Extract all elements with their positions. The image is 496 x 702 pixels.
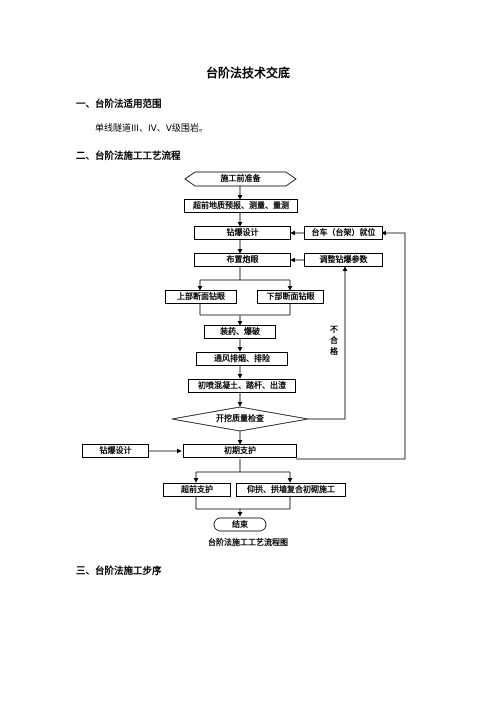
flow-end: 结束 — [232, 520, 248, 529]
flow-layout-holes: 布置炮眼 — [194, 253, 291, 267]
section-heading-process: 二、台阶法施工工艺流程 — [76, 151, 181, 162]
scope-paragraph: 单线隧道III、IV、V级围岩。 — [95, 124, 208, 134]
flow-inspect: 开挖质量检查 — [216, 414, 264, 423]
decision-diamond — [171, 406, 309, 432]
flow-ventilate: 通风排烟、排险 — [196, 352, 288, 366]
section-heading-scope: 一、台阶法适用范围 — [76, 99, 162, 110]
start-hexagon — [184, 171, 297, 187]
flow-advance-support: 超前支护 — [163, 483, 231, 497]
flow-trolley: 台车（台架）就位 — [304, 226, 383, 240]
flow-invert: 仰拱、拱墙复合初砌施工 — [236, 483, 346, 497]
flow-shotcrete: 初喷混凝土、踏杆、出渣 — [188, 379, 296, 393]
flow-charge-blast: 装药、爆破 — [204, 325, 276, 339]
figure-caption: 台阶法施工工艺流程图 — [208, 538, 288, 547]
flow-lower-drill: 下部断面钻眼 — [257, 290, 324, 304]
flow-fail-label: 不合格 — [330, 325, 338, 356]
flow-forecast: 超前地质预报、测量、量测 — [184, 199, 298, 213]
flow-blast-design-left: 钻爆设计 — [82, 444, 149, 458]
section-heading-steps: 三、台阶法施工步序 — [76, 566, 162, 577]
flow-upper-drill: 上部断面钻眼 — [165, 290, 237, 304]
document-title: 台阶法技术交底 — [205, 66, 290, 80]
flow-adjust-params: 调整钻爆参数 — [304, 253, 383, 267]
flow-blast-design: 钻爆设计 — [194, 226, 291, 240]
flow-start: 施工前准备 — [220, 174, 261, 183]
flow-initial-support: 初期支护 — [183, 444, 297, 458]
end-terminator — [213, 517, 267, 532]
